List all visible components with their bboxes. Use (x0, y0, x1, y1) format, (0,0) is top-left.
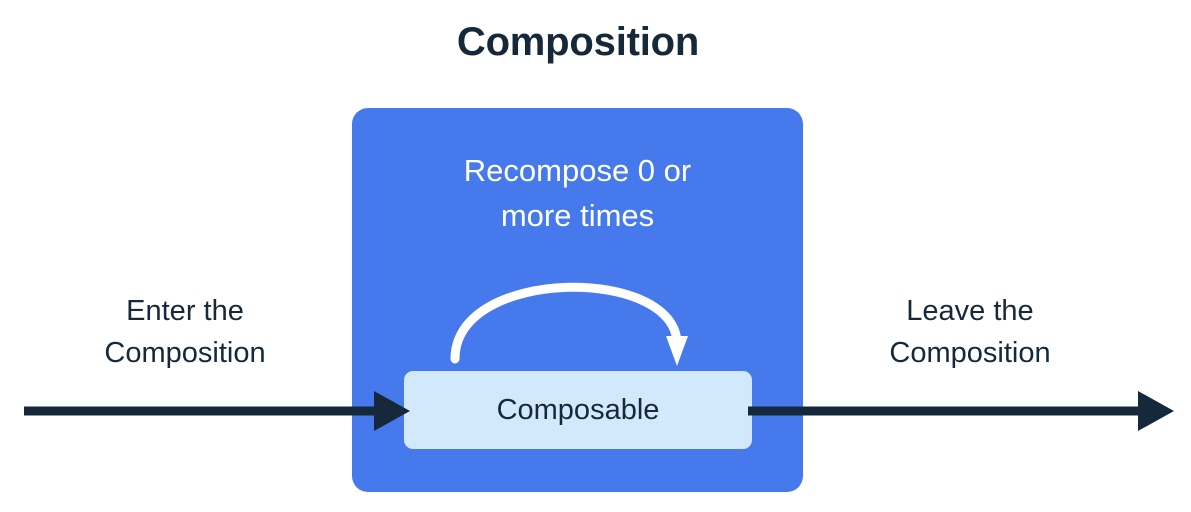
enter-composition-label-line-1: Enter the (126, 295, 244, 327)
recompose-caption-line-1: Recompose 0 or (463, 153, 692, 188)
composable-label-wrapper: Composable (404, 371, 752, 449)
composable-label: Composable (496, 393, 660, 426)
leave-composition-label: Leave the Composition (820, 290, 1120, 374)
recompose-caption: Recompose 0 or more times (352, 148, 803, 239)
recompose-caption-line-2: more times (500, 198, 655, 234)
composable-box (404, 371, 752, 449)
leave-composition-label-line-2: Composition (889, 337, 1051, 370)
recompose-loop-arrow-icon (450, 282, 688, 366)
leave-composition-label-line-1: Leave the (906, 295, 1034, 327)
leave-composition-arrow-icon (748, 391, 1174, 431)
enter-composition-label: Enter the Composition (40, 290, 330, 374)
page-title: Composition (456, 20, 700, 64)
enter-composition-label-line-2: Composition (104, 337, 266, 370)
enter-composition-arrow-icon (24, 391, 410, 431)
